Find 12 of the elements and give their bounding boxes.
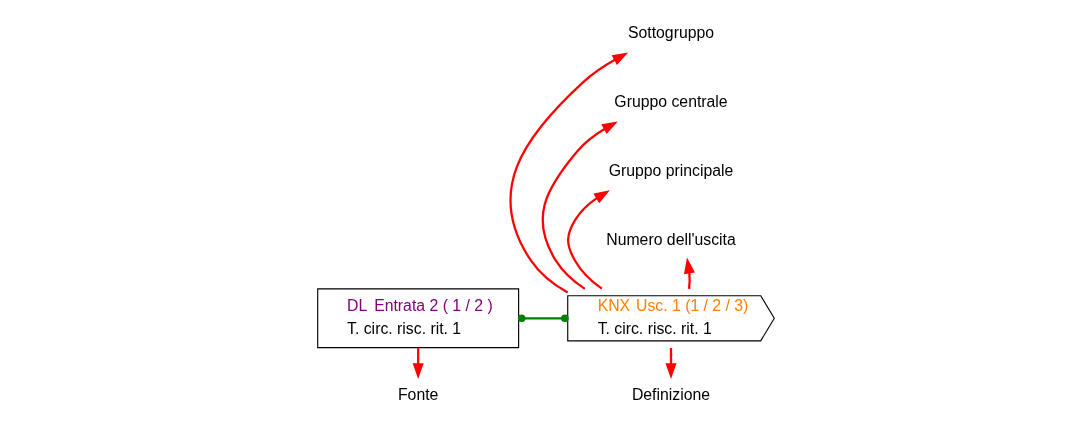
node-text: Gruppo principale: [608, 161, 733, 179]
node-box: DL Entrata 2 ( 1 / 2 ) T. circ. risc. rit. 1: [316, 287, 519, 348]
node-text: Fonte: [397, 385, 438, 403]
arrow: [566, 189, 610, 290]
node-text: Numero dell'uscita: [605, 230, 736, 248]
arrow: [508, 52, 628, 293]
connector: [517, 313, 569, 322]
arrow: [541, 121, 618, 290]
node-text: Definizione: [631, 385, 710, 403]
node-text: Sottogruppo: [627, 23, 714, 41]
arrow: [683, 257, 695, 289]
node-text: Gruppo centrale: [613, 92, 728, 110]
